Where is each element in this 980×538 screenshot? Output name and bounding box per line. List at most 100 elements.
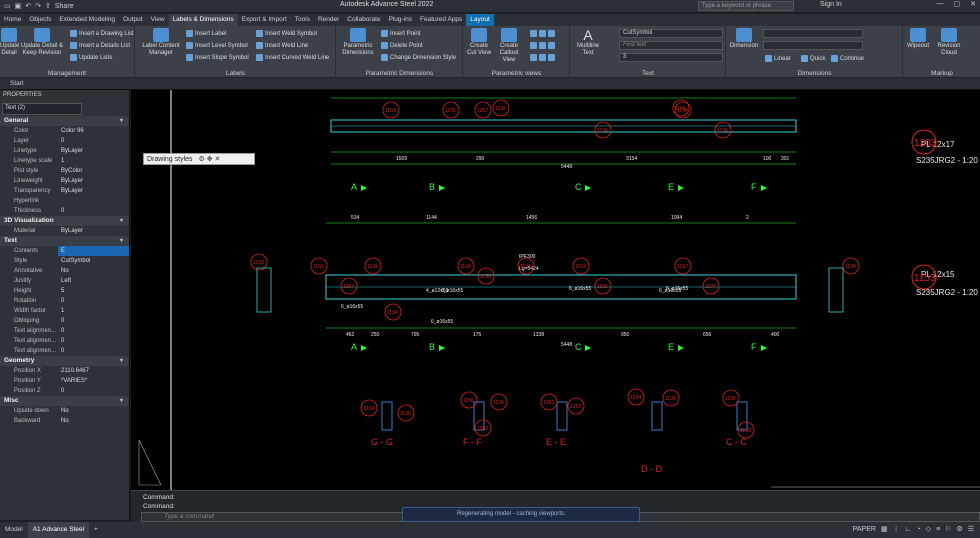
property-value[interactable]: *VARIES* xyxy=(61,378,88,384)
tab-model[interactable]: Model xyxy=(5,526,23,533)
property-value[interactable]: Left xyxy=(61,278,72,284)
insert-weld-line-button[interactable]: Insert Weld Line xyxy=(256,42,308,49)
tab-layout[interactable]: Layout xyxy=(466,14,494,26)
section-header[interactable]: General xyxy=(0,116,129,126)
section-header[interactable]: Text xyxy=(0,236,129,246)
selection-dropdown[interactable]: Text (2) xyxy=(2,103,82,115)
text-height-input[interactable]: 3 xyxy=(619,53,723,62)
property-value[interactable]: ByColor xyxy=(61,168,83,174)
snap-icon[interactable]: ⋮ xyxy=(892,526,900,533)
share-icon[interactable]: ⇪ xyxy=(45,3,51,10)
customize-icon[interactable]: ☰ xyxy=(967,526,974,533)
label-content-manager-button[interactable]: Label Content Manager xyxy=(138,28,184,57)
property-value[interactable]: 0 xyxy=(61,338,65,344)
ortho-icon[interactable]: ∟ xyxy=(904,525,912,533)
save-icon[interactable]: ▣ xyxy=(14,3,22,10)
property-value[interactable]: No xyxy=(61,268,69,274)
tab-extended-modeling[interactable]: Extended Modeling xyxy=(59,16,116,23)
tab-plugins[interactable]: Plug-ins xyxy=(388,16,413,23)
tab-home[interactable]: Home xyxy=(4,16,22,23)
property-value[interactable]: 1 xyxy=(61,308,65,314)
tab-labels-dimensions[interactable]: Labels & Dimensions xyxy=(168,14,238,26)
add-layout-icon[interactable]: + xyxy=(94,526,98,533)
open-icon[interactable]: ▭ xyxy=(4,3,11,10)
property-value[interactable]: 2110.6467 xyxy=(61,368,89,374)
minimize-icon[interactable]: — xyxy=(936,0,944,7)
linear-dimension-button[interactable]: Linear xyxy=(765,55,791,62)
find-text-input[interactable]: Find text xyxy=(619,41,723,50)
update-lists-button[interactable]: Update Lists xyxy=(70,54,112,61)
property-value[interactable]: 0 xyxy=(61,318,65,324)
maximize-icon[interactable]: ▢ xyxy=(953,1,961,8)
property-value[interactable]: 1 xyxy=(61,158,65,164)
property-value[interactable]: 0 xyxy=(61,138,65,144)
paper-toggle[interactable]: PAPER xyxy=(852,525,876,533)
property-row[interactable]: Text alignmen...0 xyxy=(0,336,129,346)
change-dimension-style-button[interactable]: Change Dimension Style xyxy=(381,54,456,61)
tab-collaborate[interactable]: Collaborate xyxy=(347,16,381,23)
tab-export-import[interactable]: Export & Import xyxy=(241,16,287,23)
update-keep-revision-button[interactable]: Update Detail & Keep Revision xyxy=(20,28,64,57)
insert-label-button[interactable]: Insert Label xyxy=(186,30,226,37)
dimension-button[interactable]: Dimension xyxy=(729,28,759,50)
insert-details-list-button[interactable]: Insert a Details List xyxy=(70,42,130,49)
section-header[interactable]: Geometry xyxy=(0,356,129,366)
property-value[interactable]: 0 xyxy=(61,208,65,214)
insert-point-button[interactable]: Insert Point xyxy=(381,30,420,37)
insert-curved-weld-line-button[interactable]: Insert Curved Weld Line xyxy=(256,54,329,61)
tab-featured-apps[interactable]: Featured Apps xyxy=(420,16,463,23)
update-detail-button[interactable]: Update Detail xyxy=(0,28,19,57)
lineweight-icon[interactable]: ≡ xyxy=(936,525,941,533)
property-value[interactable]: Color 96 xyxy=(61,128,84,134)
tab-view[interactable]: View xyxy=(150,16,165,23)
property-value[interactable]: 0 xyxy=(61,388,65,394)
property-value[interactable]: E xyxy=(58,246,129,256)
continue-dimension-button[interactable]: Continue xyxy=(831,55,864,62)
property-row[interactable]: Position Y*VARIES* xyxy=(0,376,129,386)
property-value[interactable]: No xyxy=(61,408,69,414)
view-tools-grid-2[interactable] xyxy=(530,42,555,49)
tab-tools[interactable]: Tools xyxy=(294,16,310,23)
property-row[interactable]: Text alignmen...0 xyxy=(0,326,129,336)
property-value[interactable]: 5 xyxy=(61,288,65,294)
property-value[interactable]: ByLayer xyxy=(61,148,84,154)
text-style-select[interactable]: CutSymbol xyxy=(619,29,723,38)
section-header[interactable]: Misc xyxy=(0,396,129,406)
property-value[interactable]: 0 xyxy=(61,298,65,304)
search-input[interactable]: Type a keyword or phrase xyxy=(698,1,794,11)
property-value[interactable]: 0 xyxy=(61,328,65,334)
property-value[interactable]: No xyxy=(61,418,69,424)
create-cut-view-button[interactable]: Create Cut View xyxy=(466,28,492,57)
sign-in-link[interactable]: Sign In xyxy=(820,1,842,8)
insert-level-symbol-button[interactable]: Insert Level Symbol xyxy=(186,42,248,49)
view-tools-grid-3[interactable] xyxy=(530,54,555,61)
annotation-icon[interactable]: ⚐ xyxy=(945,526,952,533)
view-tools-grid[interactable] xyxy=(530,30,555,37)
redo-icon[interactable]: ↷ xyxy=(35,3,41,10)
tab-output[interactable]: Output xyxy=(123,16,143,23)
section-header[interactable]: 3D Visualization xyxy=(0,216,129,226)
insert-drawing-list-button[interactable]: Insert a Drawing List xyxy=(70,30,134,37)
property-value[interactable]: CutSymbol xyxy=(61,258,91,264)
tab-objects[interactable]: Objects xyxy=(29,16,52,23)
property-value[interactable]: ByLayer xyxy=(61,228,84,234)
dimension-style-select[interactable] xyxy=(763,29,863,38)
undo-icon[interactable]: ↶ xyxy=(25,3,32,10)
